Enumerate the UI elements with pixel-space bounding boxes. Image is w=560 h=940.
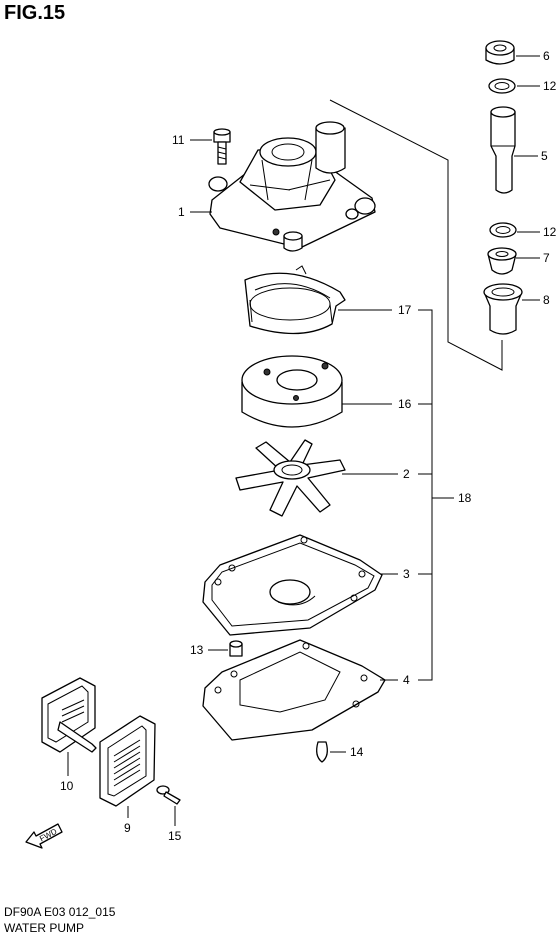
section-name: WATER PUMP	[4, 921, 84, 935]
callout-7: 7	[543, 251, 550, 265]
o-ring-part-12-top[interactable]	[488, 78, 516, 94]
impeller-liner-part-17[interactable]	[244, 265, 346, 335]
callout-8: 8	[543, 293, 550, 307]
grommet-part-6[interactable]	[485, 40, 515, 65]
bracket-part-10[interactable]	[41, 677, 97, 753]
dowel-pin-part-13[interactable]	[229, 640, 243, 657]
screw-part-15[interactable]	[156, 785, 181, 805]
forward-arrow-icon: FWD	[25, 823, 63, 849]
figure-title: FIG.15	[4, 2, 66, 24]
callout-13: 13	[190, 643, 204, 657]
model-code: DF90A E03 012_015	[4, 905, 116, 919]
o-ring-part-12-bottom[interactable]	[489, 222, 517, 238]
callout-10: 10	[60, 779, 74, 793]
callout-15: 15	[168, 829, 182, 843]
callout-3: 3	[403, 567, 410, 581]
bolt-part-11[interactable]	[213, 128, 231, 165]
key-part-14[interactable]	[316, 741, 328, 763]
callout-17: 17	[398, 303, 412, 317]
plate-part-3[interactable]	[202, 534, 383, 636]
callout-11: 11	[172, 133, 185, 147]
callout-14: 14	[350, 745, 364, 759]
leader-lines	[67, 55, 540, 826]
callout-1: 1	[178, 205, 185, 219]
callout-5: 5	[541, 149, 548, 163]
impeller-part-2[interactable]	[235, 439, 346, 517]
cover-part-9[interactable]	[99, 715, 156, 807]
callout-9: 9	[124, 821, 131, 835]
seal-part-7[interactable]	[487, 247, 517, 275]
callout-12-top: 12	[543, 79, 557, 93]
gasket-part-4[interactable]	[202, 639, 386, 741]
callout-2: 2	[403, 467, 410, 481]
callout-4: 4	[403, 673, 410, 687]
callout-6: 6	[543, 49, 550, 63]
water-tube-part-5[interactable]	[490, 106, 516, 194]
callout-16: 16	[398, 397, 412, 411]
callout-labels: 11 1 17 16 2 3 4 18 13 14 6 12 5 12 7 8 …	[60, 49, 557, 843]
impeller-housing-part-16[interactable]	[241, 355, 343, 428]
callout-18: 18	[458, 491, 472, 505]
callout-12-bottom: 12	[543, 225, 557, 239]
bushing-part-8[interactable]	[483, 283, 523, 335]
pump-housing-part-1[interactable]	[208, 121, 376, 252]
